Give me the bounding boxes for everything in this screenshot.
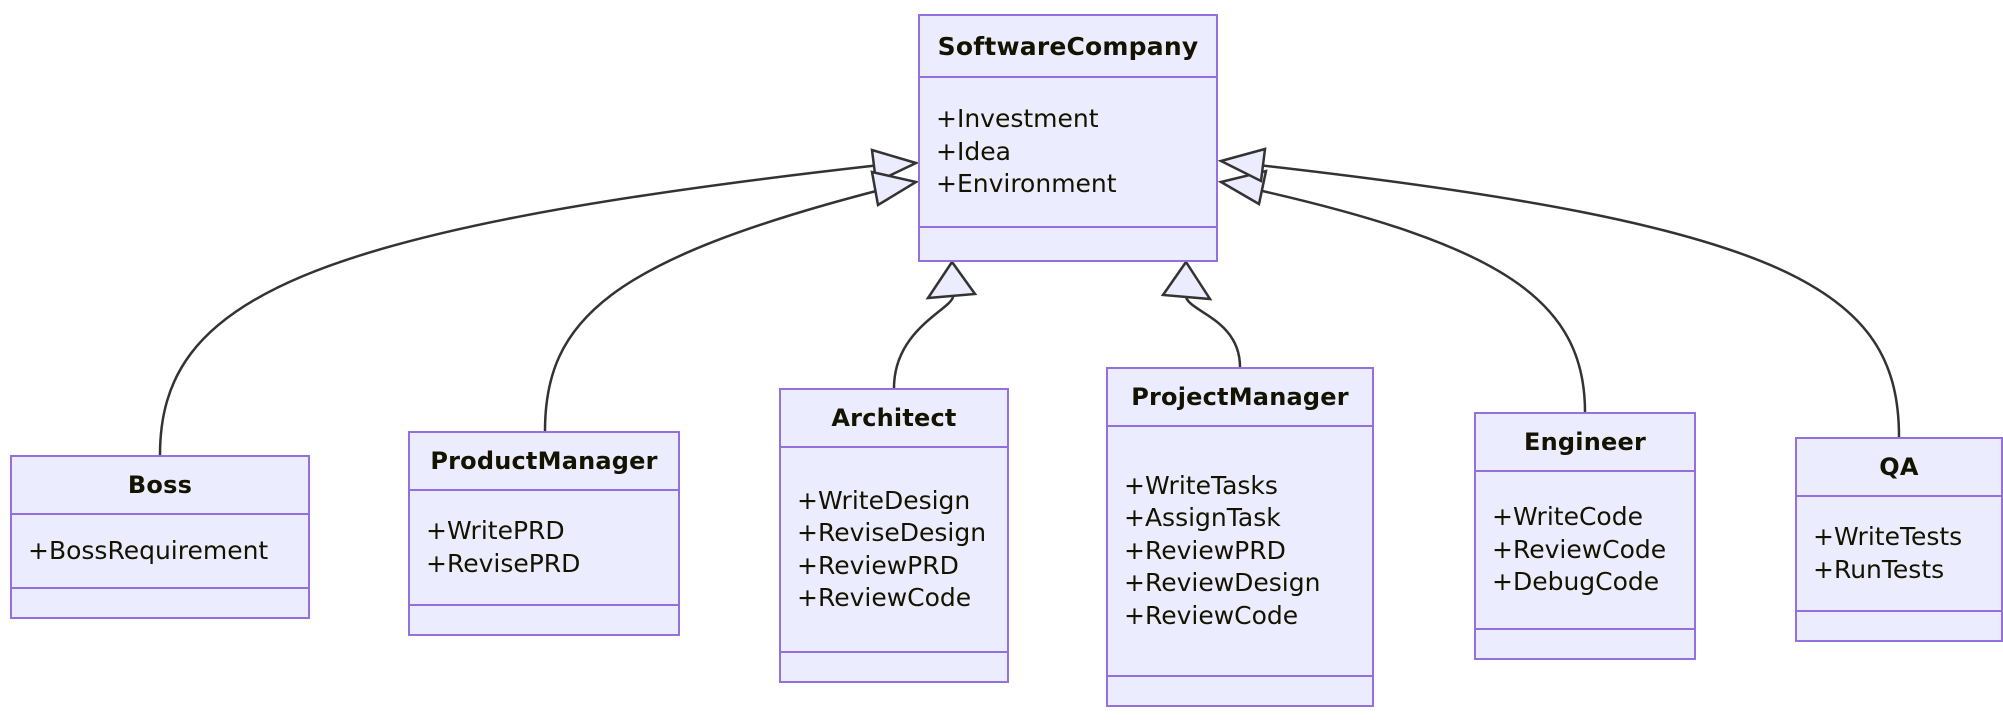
class-name-productmanager: ProductManager [430, 447, 658, 475]
class-separator-bottom-softwarecompany [920, 226, 1216, 228]
class-attribute: +RunTests [1813, 554, 1945, 584]
edge-architect-to-softwarecompany [892, 296, 955, 389]
class-attribute: +ReviewCode [1124, 600, 1299, 630]
class-attribute: +ReviewDesign [1124, 568, 1321, 598]
class-separator-top-boss [12, 513, 308, 515]
class-attribute: +WritePRD [426, 516, 565, 545]
class-attribute: +WriteTasks [1124, 470, 1278, 500]
class-box-architect[interactable]: Architect +WriteDesign +ReviseDesign +Revie… [779, 388, 1009, 683]
class-name-engineer: Engineer [1524, 428, 1646, 456]
edge-projectmanager-to-softwarecompany [1184, 296, 1242, 368]
edge-productmanager-to-softwarecompany [543, 188, 881, 432]
class-separator-top-projectmanager [1108, 425, 1372, 427]
arrowhead-projectmanager [1160, 259, 1213, 301]
class-separator-top-softwarecompany [920, 76, 1216, 78]
class-name-qa: QA [1879, 453, 1919, 481]
class-attribute: +BossRequirement [28, 535, 269, 565]
class-attribute: +WriteCode [1492, 502, 1643, 532]
class-name-projectmanager: ProjectManager [1131, 383, 1349, 411]
arrowhead-productmanager [870, 170, 920, 208]
arrowhead-qa [1217, 147, 1267, 183]
class-methods-productmanager [410, 606, 678, 634]
class-separator-bottom-qa [1797, 610, 2001, 612]
class-attribute: +ReviewPRD [1124, 535, 1286, 565]
class-attributes-qa: +WriteTests +RunTests [1797, 497, 2001, 610]
class-box-boss[interactable]: Boss +BossRequirement [10, 455, 310, 619]
arrowhead-architect [925, 259, 978, 300]
class-separator-bottom-boss [12, 587, 308, 589]
class-attribute: +ReviewCode [1492, 534, 1667, 564]
class-attribute: +ReviewCode [797, 583, 972, 612]
class-attributes-softwarecompany: +Investment+Idea+Environment [920, 78, 1216, 226]
class-methods-engineer [1476, 630, 1694, 658]
class-attribute: +WriteTests [1813, 522, 1963, 551]
class-separator-bottom-projectmanager [1108, 675, 1372, 677]
class-box-projectmanager[interactable]: ProjectManager+WriteTasks+AssignTask+Rev… [1106, 367, 1374, 707]
class-attribute: +ReviseDesign [797, 518, 987, 547]
class-attributes-engineer: +WriteCode+ReviewCode+DebugCode [1476, 472, 1694, 628]
class-name-softwarecompany: SoftwareCompany [937, 31, 1199, 61]
class-box-engineer[interactable]: Engineer +WriteCode+ReviewCode+DebugCode [1474, 412, 1696, 660]
edge-engineer-to-softwarecompany [1257, 188, 1587, 413]
class-methods-softwarecompany [920, 228, 1216, 260]
class-attribute: +Investment [936, 104, 1099, 134]
class-box-qa[interactable]: QA +WriteTests +RunTests [1795, 437, 2003, 642]
class-name-boss: Boss [127, 471, 193, 499]
class-attribute: +RevisePRD [426, 548, 581, 578]
class-separator-bottom-architect [781, 651, 1007, 653]
class-methods-boss [12, 589, 308, 617]
class-separator-bottom-engineer [1476, 628, 1694, 630]
class-attribute: +Environment [936, 169, 1117, 199]
class-attribute: +Idea [936, 136, 1011, 166]
class-box-productmanager[interactable]: ProductManager +WritePRD +RevisePRD [408, 431, 680, 636]
class-attributes-architect: +WriteDesign +ReviseDesign +ReviewPRD +Revi… [781, 448, 1007, 651]
class-methods-qa [1797, 612, 2001, 640]
class-attributes-projectmanager: +WriteTasks+AssignTask+ReviewPRD+ReviewD… [1108, 427, 1372, 675]
class-methods-architect [781, 653, 1007, 681]
class-separator-top-architect [781, 446, 1007, 448]
class-separator-top-engineer [1476, 470, 1694, 472]
class-separator-top-qa [1797, 495, 2001, 497]
class-name-architect: Architect [831, 404, 957, 432]
class-separator-top-productmanager [410, 489, 678, 491]
class-attribute: +ReviewPRD [797, 550, 959, 580]
class-methods-projectmanager [1108, 677, 1372, 705]
class-attribute: +WriteDesign [797, 485, 971, 515]
class-attribute: +DebugCode [1492, 567, 1660, 597]
class-attributes-productmanager: +WritePRD +RevisePRD [410, 491, 678, 604]
class-attributes-boss: +BossRequirement [12, 515, 308, 587]
class-attribute: +AssignTask [1124, 503, 1281, 533]
edge-qa-to-softwarecompany [1257, 163, 1901, 438]
edge-boss-to-softwarecompany [158, 163, 881, 456]
class-separator-bottom-productmanager [410, 604, 678, 606]
class-box-softwarecompany[interactable]: SoftwareCompany +Investment+Idea+Environm… [918, 14, 1218, 262]
